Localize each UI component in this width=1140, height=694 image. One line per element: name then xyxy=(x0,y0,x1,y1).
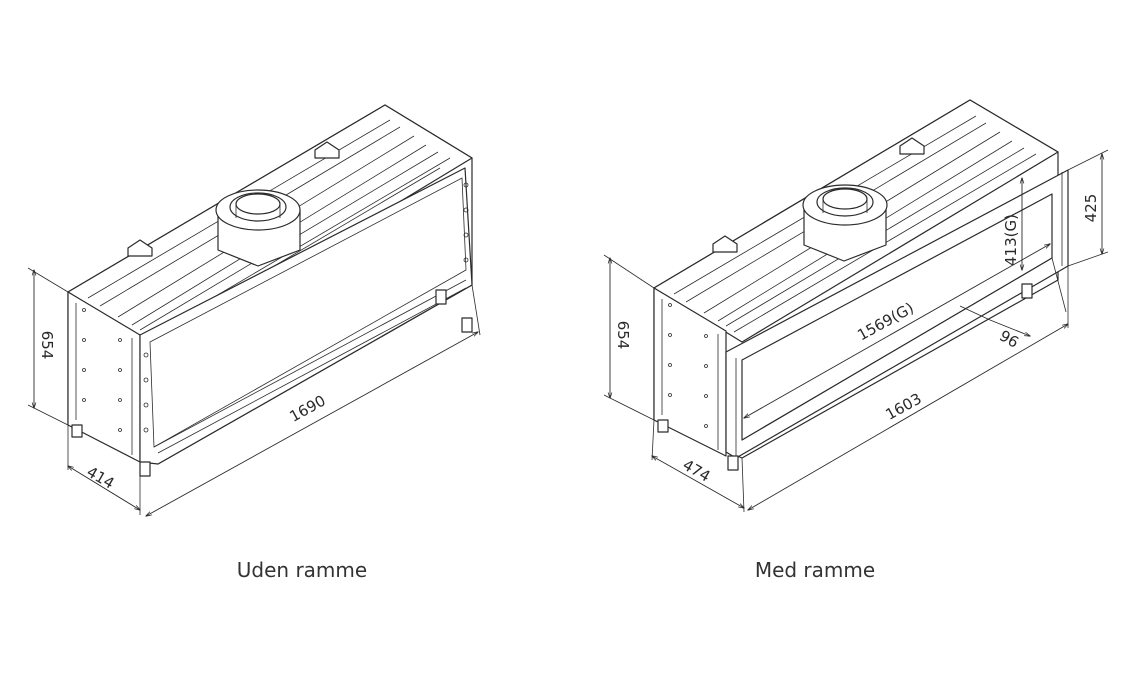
height-dim-right: 654 xyxy=(614,321,632,350)
fireplace-without-frame xyxy=(67,104,473,477)
fireplace-with-frame xyxy=(653,99,1069,471)
frame-height-dim: 425 xyxy=(1082,194,1100,223)
flue-collar-right xyxy=(802,184,888,262)
width-dim-right: 1603 xyxy=(883,389,925,423)
caption-right: Med ramme xyxy=(755,558,875,582)
height-dim-left: 654 xyxy=(38,331,56,360)
glass-height-dim: 413(G) xyxy=(1002,214,1020,266)
side-holes-right xyxy=(668,303,708,428)
depth-dim-left: 414 xyxy=(84,463,118,493)
width-dim-left: 1690 xyxy=(287,391,329,425)
flue-collar-left xyxy=(215,189,301,267)
frame-depth-dim: 96 xyxy=(997,326,1023,351)
caption-left: Uden ramme xyxy=(237,558,367,582)
